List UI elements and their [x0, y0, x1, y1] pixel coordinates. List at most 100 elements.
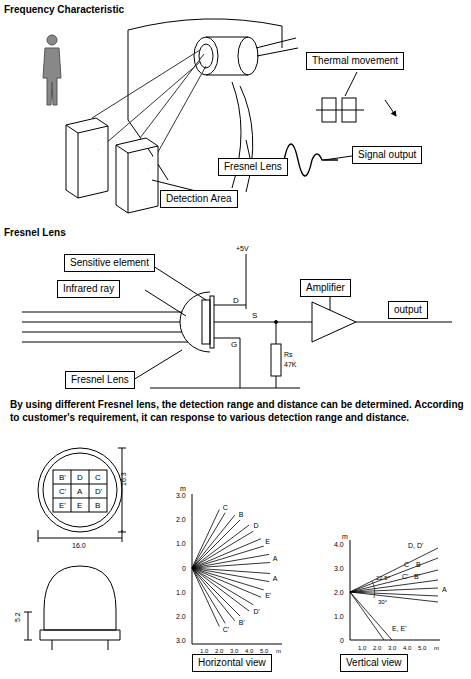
label: C'	[59, 487, 66, 497]
label: 2.0	[176, 612, 186, 621]
label: 0	[340, 636, 344, 645]
drawing-stroke	[40, 630, 120, 650]
box-text: Horizontal view	[198, 657, 266, 668]
label: 2.0	[373, 644, 381, 652]
label: E'	[59, 501, 66, 511]
drawing-stroke	[356, 322, 452, 323]
label: m	[276, 647, 281, 655]
drawing-stroke	[192, 568, 261, 597]
label: B'	[59, 473, 66, 483]
section-title: Frequency Characteristic	[4, 4, 124, 15]
drawing-stroke	[194, 37, 218, 75]
box-text: Signal output	[358, 149, 416, 160]
label: 22.5°	[376, 574, 390, 582]
label: B'	[239, 618, 245, 627]
label: m	[342, 532, 348, 541]
label: E	[265, 537, 270, 546]
label: 1.0	[176, 588, 186, 597]
drawing-stroke	[44, 566, 116, 630]
callout-box: Horizontal view	[192, 654, 272, 672]
drawing-stroke	[180, 292, 210, 352]
drawing-stroke	[192, 568, 240, 616]
label: D	[77, 473, 83, 483]
drawing-stroke	[316, 110, 364, 111]
label: 1.0	[200, 647, 208, 655]
label: m	[180, 484, 186, 493]
label: C	[404, 560, 409, 569]
drawing-stroke	[192, 568, 253, 605]
label: 4.0	[403, 644, 411, 652]
label: B'	[414, 572, 420, 581]
callout-box: Infrared ray	[57, 280, 120, 298]
label: 3.0	[334, 564, 344, 573]
drawing-stroke	[53, 470, 107, 512]
drawing-stroke	[202, 300, 210, 344]
drawing-stroke	[43, 453, 117, 527]
drawing-stroke	[192, 568, 225, 623]
label: 16.3	[119, 472, 128, 486]
label: C'	[223, 625, 229, 634]
label: 4.0	[245, 647, 253, 655]
drawing-stroke	[271, 344, 281, 376]
drawing-stroke	[192, 494, 282, 644]
drawing-stroke	[276, 322, 277, 344]
drawing-stroke	[192, 515, 235, 568]
label: C	[223, 503, 228, 512]
box-text: Fresnel Lens	[71, 374, 129, 385]
label: C'	[402, 572, 408, 581]
label: 5.0	[418, 644, 426, 652]
box-text: Fresnel Lens	[224, 161, 282, 172]
box-text: output	[394, 304, 422, 315]
drawing-stroke	[345, 72, 357, 96]
drawing-stroke	[22, 312, 196, 342]
label: 3.0	[176, 636, 186, 645]
drawing-stroke	[214, 254, 246, 309]
box-text: Detection Area	[166, 193, 232, 204]
drawing-stroke	[150, 376, 300, 388]
label: A	[273, 574, 278, 583]
label: A	[273, 554, 278, 563]
label: B	[95, 501, 100, 511]
callout-box: Signal output	[352, 146, 422, 164]
box-text: Amplifier	[306, 282, 345, 293]
label: 16.0	[72, 541, 86, 550]
drawing-stroke	[192, 568, 219, 627]
label: D	[253, 521, 258, 530]
label: 3.0	[388, 644, 396, 652]
section-title: Fresnel Lens	[4, 226, 66, 239]
drawing-stroke	[118, 448, 126, 532]
callout-box: Vertical view	[340, 654, 408, 672]
drawing-stroke	[256, 38, 298, 56]
drawing-stroke	[312, 302, 356, 342]
label: 2.0	[334, 588, 344, 597]
callout-box: Thermal movement	[306, 52, 404, 70]
label: B	[416, 560, 421, 569]
label: 0	[182, 564, 186, 573]
label: 1.0	[334, 612, 344, 621]
box-text: Thermal movement	[312, 55, 398, 66]
label: 47K	[284, 360, 296, 369]
label: +5V	[236, 244, 249, 253]
drawing-stroke	[53, 470, 107, 512]
box-text: Infrared ray	[63, 283, 114, 294]
label: 4.0	[334, 540, 344, 549]
drawing-stroke	[43, 48, 61, 105]
label: 1.0	[358, 644, 366, 652]
label: 5.2	[13, 612, 22, 622]
drawing-stroke	[192, 563, 270, 569]
drawing-stroke	[206, 37, 248, 75]
drawing-stroke	[199, 44, 213, 68]
label: Rs	[284, 350, 293, 359]
drawing-stroke	[192, 554, 269, 568]
label: S	[252, 311, 257, 321]
callout-box: Fresnel Lens	[65, 371, 135, 389]
drawing-stroke	[350, 548, 438, 640]
drawing-stroke	[38, 448, 122, 532]
drawing-stroke	[92, 50, 206, 170]
label: G	[231, 340, 237, 350]
label: 1.0	[176, 539, 186, 548]
drawing-stroke	[66, 118, 108, 198]
drawing-stroke	[192, 568, 235, 621]
